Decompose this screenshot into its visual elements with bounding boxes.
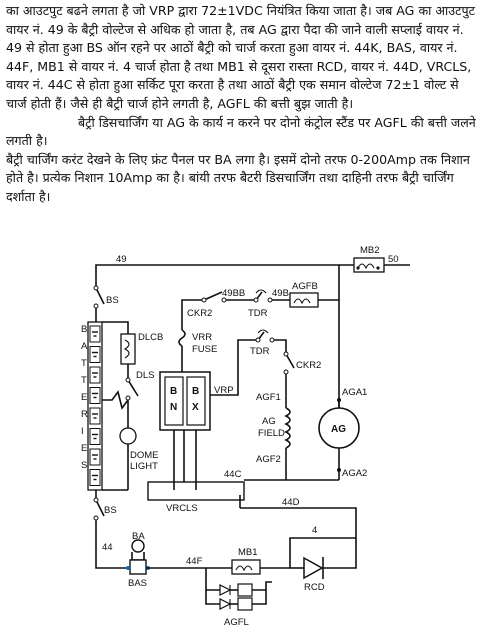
svg-text:B: B (81, 324, 87, 335)
field-label: FIELD (258, 428, 285, 439)
svg-text:B: B (192, 386, 199, 397)
wire-label-49: 49 (116, 254, 127, 265)
bs-bottom-label: BS (104, 505, 117, 516)
bs-switch-bottom: BS 44 (93, 497, 130, 569)
agfb-label: AGFB (292, 281, 318, 292)
wire-label-50: 50 (388, 254, 399, 265)
rcd-diode (303, 556, 324, 580)
svg-text:E: E (81, 443, 87, 454)
dome-label: DOME (130, 450, 159, 461)
svg-text:T: T (81, 358, 87, 369)
ckr2-mid-label: CKR2 (296, 360, 321, 371)
battery-cell (89, 407, 101, 425)
battery-cell (89, 469, 101, 486)
dome-light-circuit: DLCB DLS DOME LIGHT (102, 321, 163, 491)
batteries-label: B A T T E R I E S (81, 324, 88, 471)
svg-text:B: B (170, 386, 177, 397)
ag-field-coil: AGF1 AG FIELD AGF2 (256, 392, 291, 480)
wire-label-44c: 44C (224, 469, 242, 480)
battery-cell (89, 387, 101, 404)
paragraph-2: बैट्री डिसचार्जिंग या AG के कार्य न करने… (6, 114, 476, 149)
ag-label: AG (262, 416, 276, 427)
battery-cell (89, 325, 101, 343)
rcd-label: RCD (304, 582, 325, 593)
svg-text:N: N (170, 402, 177, 413)
ckr2-top-label: CKR2 (187, 308, 212, 319)
dlcb-label: DLCB (138, 332, 163, 343)
mb1-breaker: MB1 (231, 547, 290, 575)
mid-branch: TDR CKR2 (250, 329, 321, 408)
tdr-mid-label: TDR (250, 346, 270, 357)
vrr-label: VRR (192, 332, 212, 343)
agfl-indicator: AGFL (205, 568, 272, 628)
bas-label: BAS (128, 578, 147, 589)
rcd-circuit: 4 RCD (289, 525, 357, 593)
agfl-label: AGFL (224, 617, 249, 628)
fuse-label: FUSE (192, 344, 217, 355)
light-label: LIGHT (130, 461, 158, 472)
wire-label-44f: 44F (186, 556, 203, 567)
wire-label-49b: 49B (272, 288, 289, 299)
svg-text:X: X (192, 402, 199, 413)
aga1-label: AGA1 (342, 387, 367, 398)
paragraph-3: बैट्री चार्जिंग करंट देखने के लिए फ्रंट … (6, 151, 470, 204)
mb2-breaker: MB2 (353, 245, 385, 273)
svg-text:I: I (81, 426, 84, 437)
aga2-label: AGA2 (342, 468, 367, 479)
vrr-fuse: VRR FUSE (178, 329, 217, 372)
wire-label-4: 4 (312, 525, 317, 536)
svg-text:R: R (81, 409, 88, 420)
battery-cell (89, 366, 101, 384)
tdr-top-label: TDR (248, 308, 268, 319)
wire-label-49bb: 49BB (222, 288, 245, 299)
ba-bas: BA BAS 44F (126, 531, 232, 589)
ag-generator-label: AG (331, 424, 346, 435)
paragraph-1: का आउटपुट बढने लगता है जो VRP द्वारा 72±… (6, 3, 476, 111)
svg-text:E: E (81, 392, 87, 403)
mb2-label: MB2 (360, 245, 380, 256)
dome-light-lamp (119, 427, 137, 445)
batteries (87, 321, 103, 500)
dls-label: DLS (136, 370, 154, 381)
battery-cell (89, 428, 101, 445)
vrcls-label: VRCLS (166, 503, 198, 514)
agf1-label: AGF1 (256, 392, 281, 403)
wire-49-top: 49 50 (95, 254, 410, 480)
agf2-label: AGF2 (256, 454, 281, 465)
svg-text:S: S (81, 460, 87, 471)
battery-cell (89, 346, 101, 363)
ag-generator: AG AGA1 AGA2 (318, 387, 367, 479)
ba-ammeter (131, 539, 145, 553)
top-branch: CKR2 49BB TDR 49B AGFB (181, 281, 339, 330)
battery-cell (89, 448, 101, 466)
vrp-label: VRP (214, 385, 234, 396)
wire-label-44: 44 (102, 542, 113, 553)
mb1-label: MB1 (238, 547, 258, 558)
wire-label-44d: 44D (282, 497, 300, 508)
svg-text:A: A (81, 341, 88, 352)
body-text: का आउटपुट बढने लगता है जो VRP द्वारा 72±… (6, 2, 481, 207)
bs-switch-top: BS (93, 285, 119, 322)
svg-text:T: T (81, 375, 87, 386)
bs-top-label: BS (106, 295, 119, 306)
ba-label: BA (132, 531, 145, 542)
vrp-block: B N B X VRP (159, 339, 258, 482)
vrcls-circuit: 44C VRCLS 44D (147, 469, 357, 539)
